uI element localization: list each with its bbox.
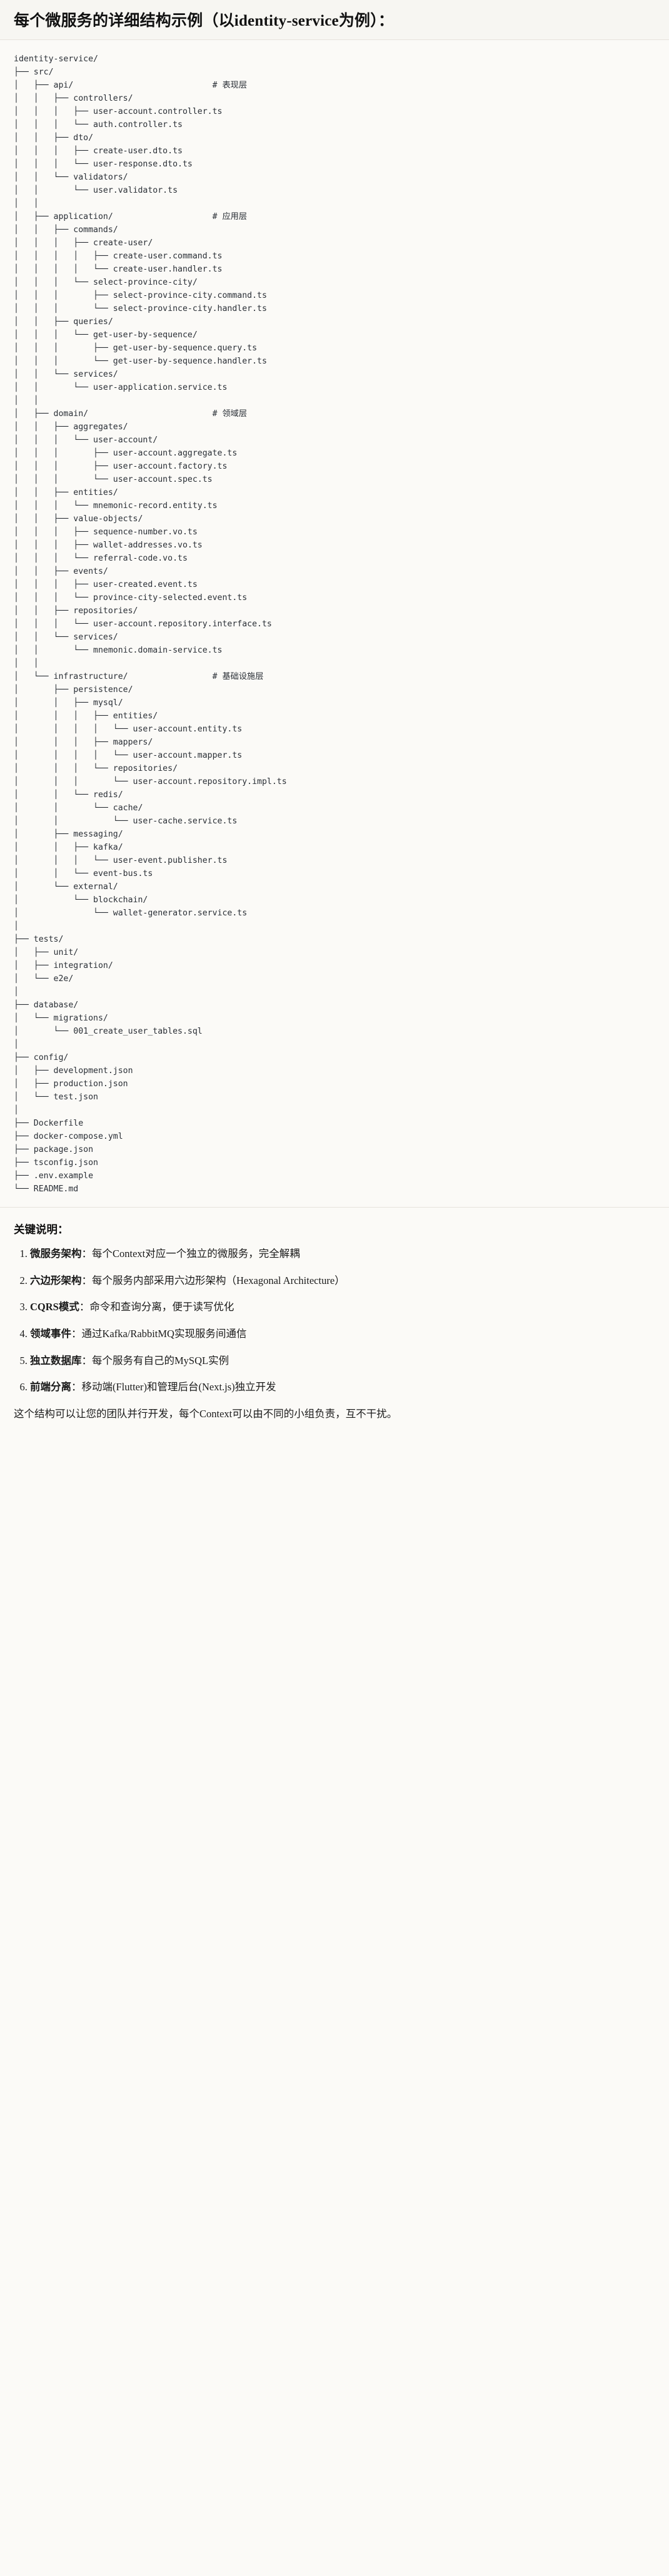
key-note-term: 六边形架构: [30, 1274, 82, 1286]
key-note-term: CQRS模式: [30, 1301, 79, 1313]
document-header: 每个微服务的详细结构示例（以identity-service为例）：: [0, 0, 669, 41]
key-note-item: 前端分离：移动端(Flutter)和管理后台(Next.js)独立开发: [30, 1379, 655, 1395]
key-notes-section: 关键说明： 微服务架构：每个Context对应一个独立的微服务，完全解耦六边形架…: [0, 1207, 669, 1440]
key-note-description: 每个服务有自己的MySQL实例: [92, 1354, 229, 1367]
directory-tree: identity-service/ ├── src/ │ ├── api/ # …: [14, 54, 287, 1194]
key-notes-list: 微服务架构：每个Context对应一个独立的微服务，完全解耦六边形架构：每个服务…: [14, 1246, 655, 1395]
key-note-separator: ：: [71, 1381, 82, 1393]
key-note-term: 微服务架构: [30, 1248, 82, 1260]
key-note-item: 独立数据库：每个服务有自己的MySQL实例: [30, 1353, 655, 1369]
closing-paragraph: 这个结构可以让您的团队并行开发，每个Context可以由不同的小组负责，互不干扰…: [14, 1407, 398, 1420]
key-note-description: 移动端(Flutter)和管理后台(Next.js)独立开发: [81, 1381, 276, 1393]
key-note-description: 每个服务内部采用六边形架构（Hexagonal Architecture）: [92, 1274, 345, 1286]
key-note-item: 六边形架构：每个服务内部采用六边形架构（Hexagonal Architectu…: [30, 1273, 655, 1289]
document-page: 每个微服务的详细结构示例（以identity-service为例）： ident…: [0, 0, 669, 1440]
page-title: 每个微服务的详细结构示例（以identity-service为例）：: [14, 13, 395, 29]
key-note-separator: ：: [81, 1354, 93, 1367]
key-note-separator: ：: [71, 1327, 82, 1340]
key-note-term: 前端分离: [30, 1381, 71, 1393]
key-notes-heading: 关键说明：: [14, 1223, 69, 1236]
key-note-term: 领域事件: [30, 1327, 71, 1340]
key-note-separator: ：: [81, 1274, 93, 1286]
key-note-term: 独立数据库: [30, 1354, 82, 1367]
directory-tree-block: identity-service/ ├── src/ │ ├── api/ # …: [0, 40, 669, 1208]
key-note-item: CQRS模式：命令和查询分离，便于读写优化: [30, 1299, 655, 1315]
key-note-separator: ：: [79, 1301, 90, 1313]
key-note-description: 每个Context对应一个独立的微服务，完全解耦: [92, 1248, 300, 1260]
key-note-description: 通过Kafka/RabbitMQ实现服务间通信: [81, 1327, 247, 1340]
key-note-item: 微服务架构：每个Context对应一个独立的微服务，完全解耦: [30, 1246, 655, 1262]
key-note-item: 领域事件：通过Kafka/RabbitMQ实现服务间通信: [30, 1326, 655, 1342]
key-note-separator: ：: [81, 1248, 93, 1260]
key-note-description: 命令和查询分离，便于读写优化: [89, 1301, 234, 1313]
